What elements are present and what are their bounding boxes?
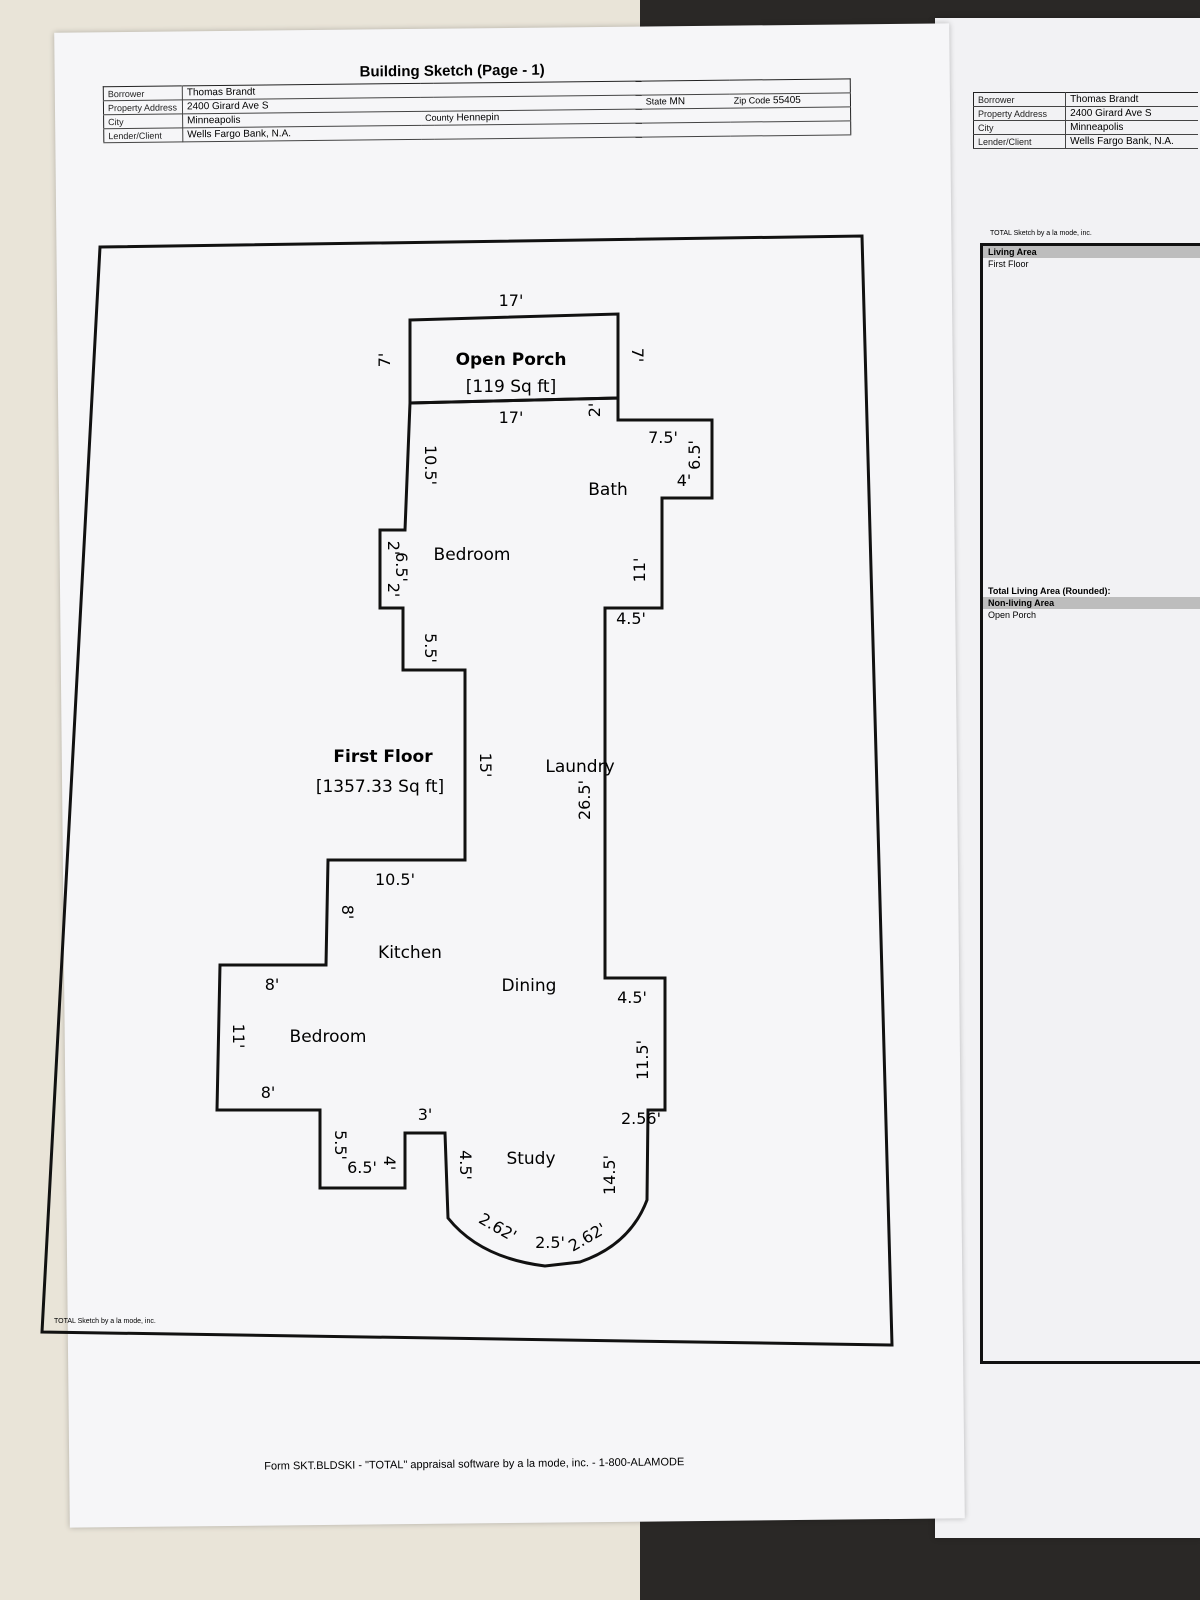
sketch-credit: TOTAL Sketch by a la mode, inc. xyxy=(54,1318,156,1325)
non-living-header: Non-living Area xyxy=(983,597,1200,609)
dimension-label: 17' xyxy=(499,408,524,427)
dimension-label: 4' xyxy=(380,1156,399,1171)
room-label: Bedroom xyxy=(434,545,511,565)
room-label: Kitchen xyxy=(378,943,442,963)
room-label: Study xyxy=(506,1149,555,1169)
dimension-label: 11' xyxy=(229,1024,248,1049)
dimension-label: 8' xyxy=(265,975,280,994)
label: Borrower xyxy=(973,92,1067,107)
lender: Wells Fargo Bank, N.A. xyxy=(1065,134,1198,149)
living-area-header: Living Area xyxy=(983,246,1200,258)
area-size: [119 Sq ft] xyxy=(466,377,556,397)
dimension-label: 14.5' xyxy=(600,1155,619,1195)
dimension-label: 15' xyxy=(476,753,495,778)
room-label: Bath xyxy=(588,480,628,500)
label: City xyxy=(973,120,1067,135)
dimension-label: 11.5' xyxy=(633,1040,652,1080)
sketch-border xyxy=(40,234,894,1347)
address: 2400 Girard Ave S xyxy=(1065,106,1198,121)
room-label: Dining xyxy=(502,976,557,996)
dimension-label: 7.5' xyxy=(648,428,678,447)
sketch-labels: Open Porch [119 Sq ft] First Floor [1357.33… xyxy=(229,291,704,1255)
dimension-label: 2' xyxy=(585,403,604,418)
first-floor: First Floor xyxy=(988,259,1029,269)
area-size: [1357.33 Sq ft] xyxy=(316,777,444,797)
area-summary: Living Area First Floor Total Living Are… xyxy=(980,243,1200,1364)
dimension-label: 2' xyxy=(384,541,403,556)
room-label: Laundry xyxy=(545,757,614,777)
dimension-label: 4.5' xyxy=(456,1150,475,1180)
city: Minneapolis xyxy=(1065,120,1198,135)
total-living: Total Living Area (Rounded): xyxy=(988,586,1111,596)
room-label: Bedroom xyxy=(290,1027,367,1047)
dimension-label: 8' xyxy=(338,905,357,920)
dimension-label: 3' xyxy=(418,1105,433,1124)
dimension-label: 2.62' xyxy=(476,1209,520,1245)
area-name: Open Porch xyxy=(456,350,567,370)
dimension-label: 7' xyxy=(628,348,647,363)
dimension-label: 4' xyxy=(677,471,692,490)
dimension-label: 2.62' xyxy=(565,1219,609,1255)
sketch-credit: TOTAL Sketch by a la mode, inc. xyxy=(990,230,1092,237)
dimension-label: 2.5' xyxy=(535,1233,565,1252)
label: Property Address xyxy=(973,106,1067,121)
dimension-label: 17' xyxy=(499,291,524,310)
dimension-label: 5.5' xyxy=(421,633,440,663)
dimension-label: 4.5' xyxy=(617,988,647,1007)
dimension-label: 2' xyxy=(384,583,403,598)
dimension-label: 8' xyxy=(261,1083,276,1102)
dimension-label: 5.5' xyxy=(331,1130,350,1160)
dimension-label: 6.5' xyxy=(685,440,704,470)
dimension-label: 26.5' xyxy=(575,780,594,820)
dimension-label: 7' xyxy=(375,353,394,368)
dimension-label: 2.56' xyxy=(621,1109,661,1128)
open-porch: Open Porch xyxy=(988,610,1037,620)
dimension-label: 10.5' xyxy=(421,445,440,485)
area-name: First Floor xyxy=(333,747,433,767)
label: Lender/Client xyxy=(973,134,1067,149)
dimension-label: 6.5' xyxy=(347,1158,377,1177)
first-floor-outline xyxy=(215,396,714,1268)
dimension-label: 11' xyxy=(630,558,649,583)
dimension-label: 4.5' xyxy=(616,609,646,628)
borrower: Thomas Brandt xyxy=(1065,92,1198,107)
dimension-label: 6.5' xyxy=(392,552,411,582)
dimension-label: 10.5' xyxy=(375,870,415,889)
